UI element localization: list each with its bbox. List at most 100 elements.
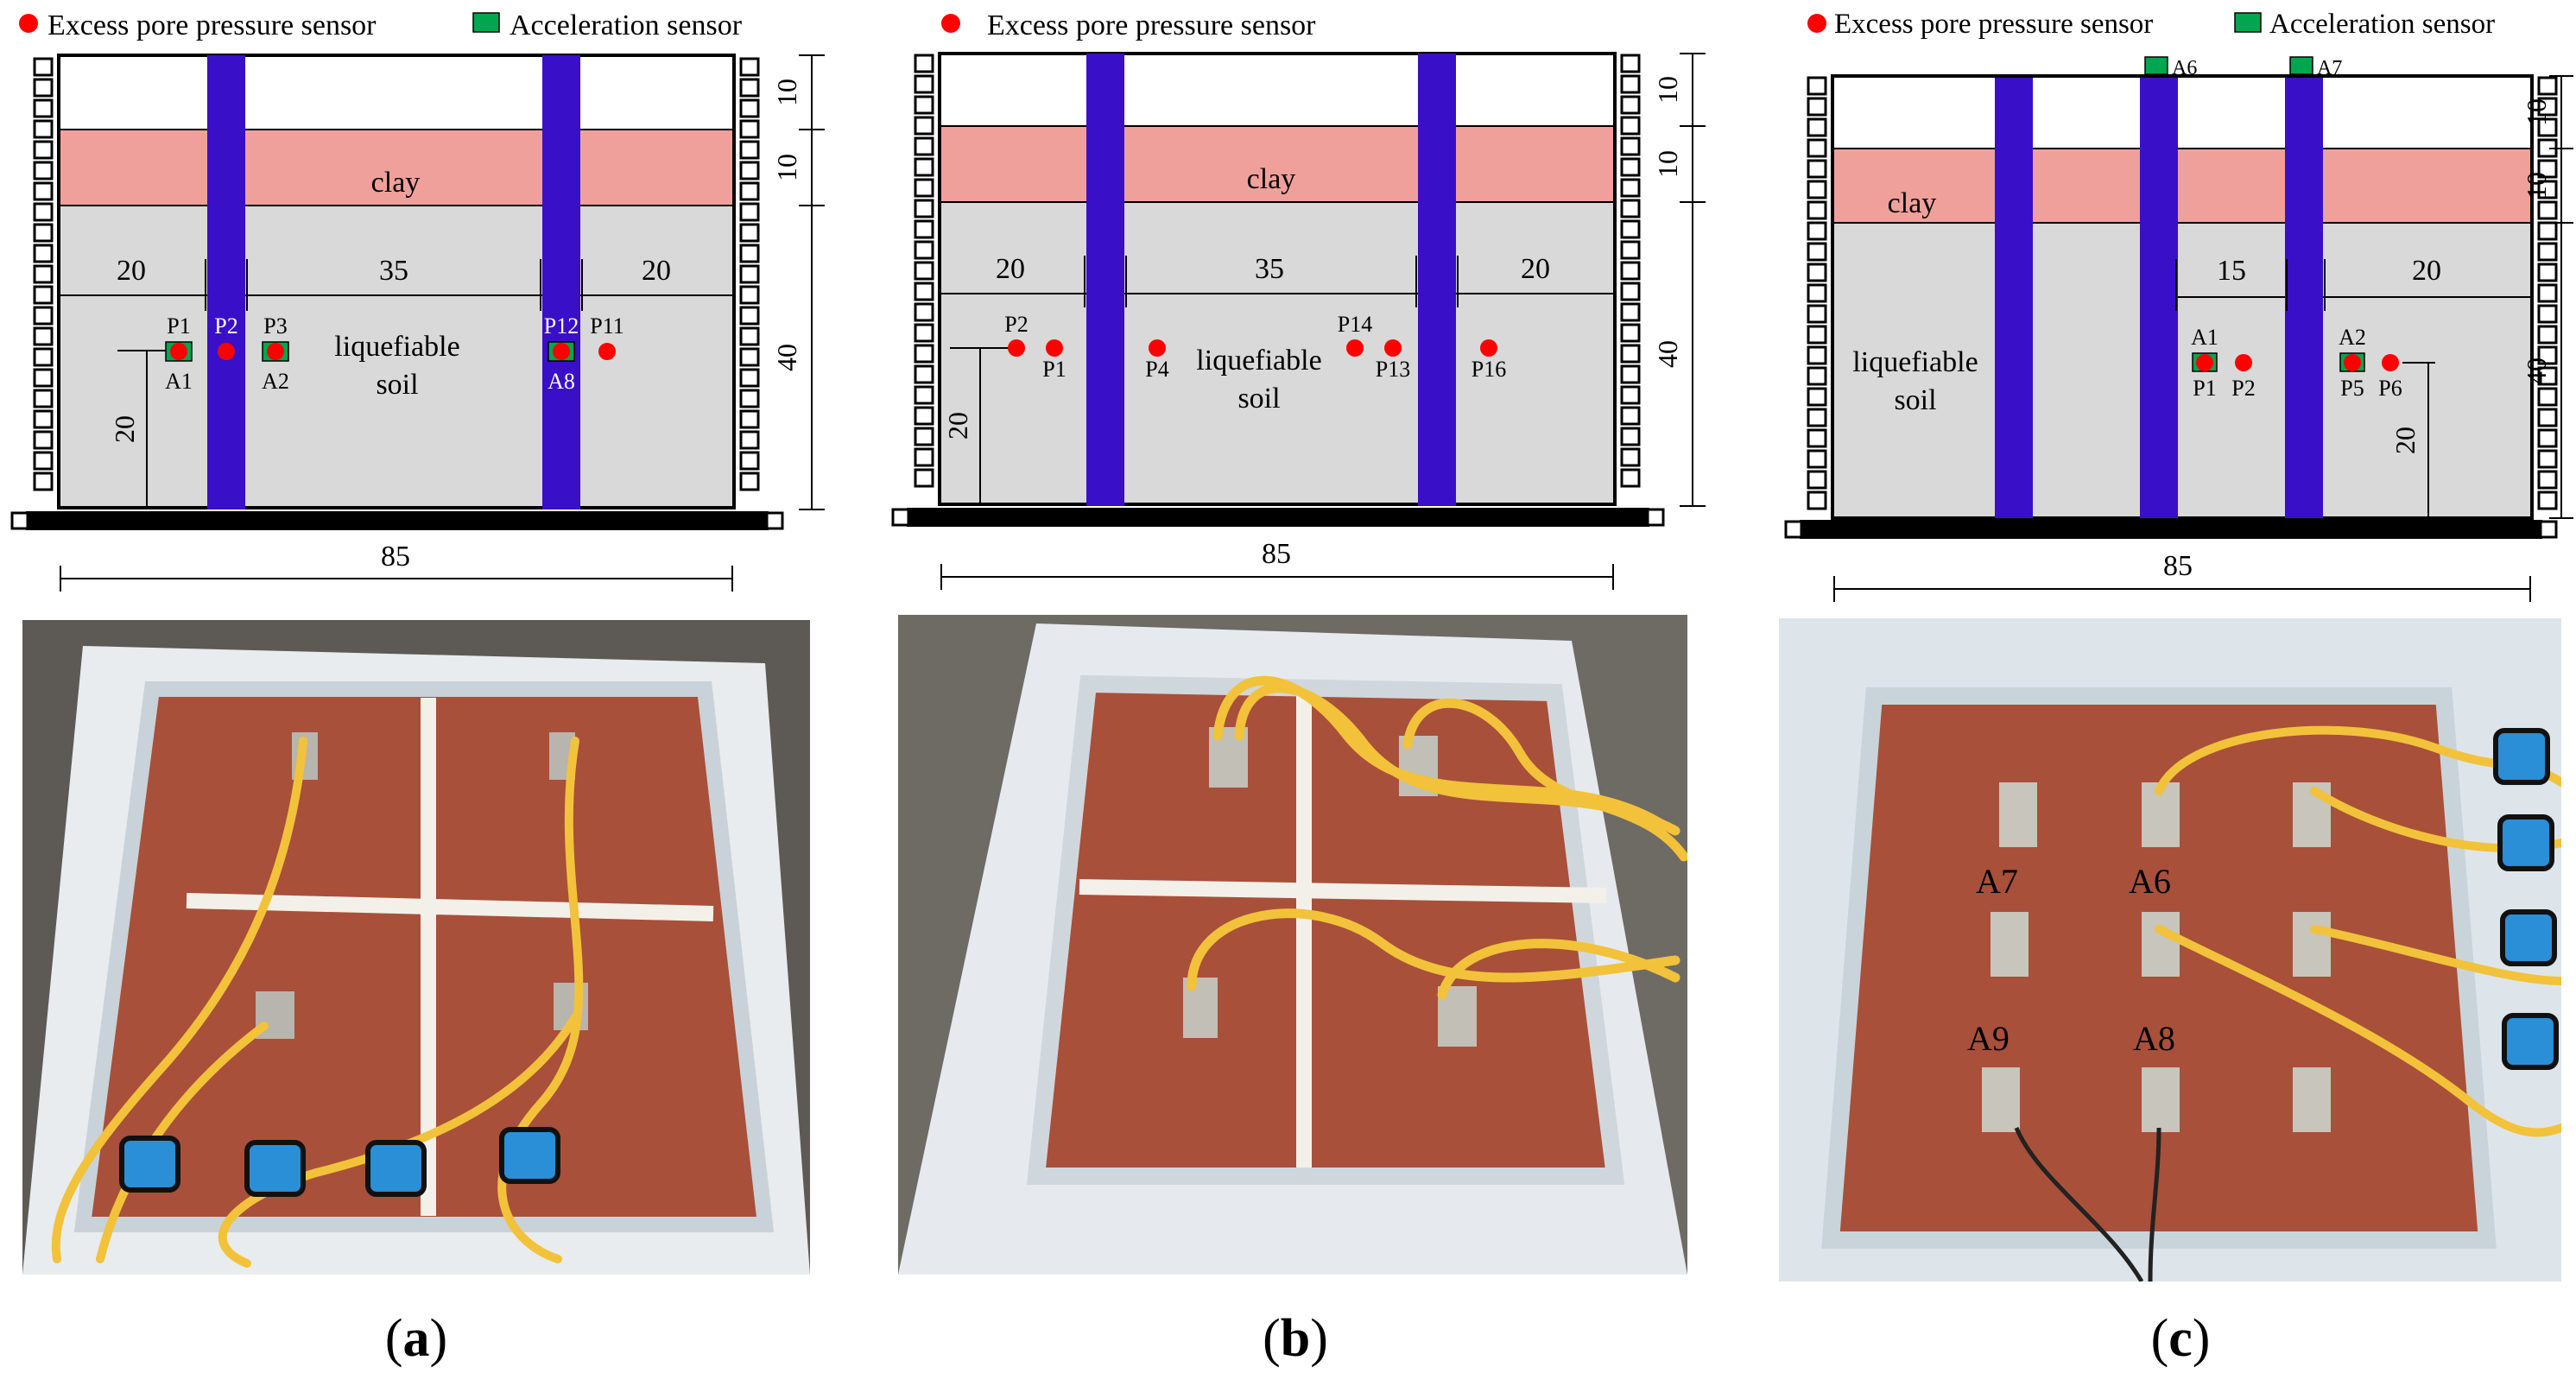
label-c-p2: P2 bbox=[2231, 376, 2255, 401]
label-c-p5: P5 bbox=[2340, 376, 2364, 401]
laminar-frame-right bbox=[739, 57, 760, 491]
base-end-right bbox=[765, 511, 784, 530]
label-a1: A1 bbox=[165, 369, 193, 394]
base-end-left-c bbox=[1784, 520, 1803, 539]
photo-label-a6: A6 bbox=[2129, 862, 2171, 901]
label-p11: P11 bbox=[590, 313, 624, 339]
label-b-p4: P4 bbox=[1145, 357, 1168, 382]
soil-label-2-b: soil bbox=[1237, 383, 1280, 415]
soil-label-1-b: liquefiable bbox=[1196, 345, 1321, 377]
container-outline-c bbox=[1831, 74, 2534, 520]
photo-label-a9: A9 bbox=[1967, 1019, 2010, 1058]
pore-sensor-p12 bbox=[553, 343, 570, 360]
dim-b-right-spacing: 20 bbox=[1521, 253, 1550, 285]
pile-right bbox=[542, 55, 580, 509]
dim-b-height: 20 bbox=[942, 412, 973, 440]
dim-a-height: 20 bbox=[109, 415, 140, 443]
legend-pore-label: Excess pore pressure sensor bbox=[47, 9, 377, 41]
label-b-p16: P16 bbox=[1472, 357, 1506, 382]
dim-c-height: 20 bbox=[2389, 427, 2421, 454]
dim-c-depth: 40 bbox=[2521, 358, 2552, 385]
label-c-a2: A2 bbox=[2339, 325, 2366, 350]
dim-c-top2: 10 bbox=[2521, 172, 2552, 199]
pore-sensor-b-p16 bbox=[1480, 339, 1497, 357]
caption-a: (a) bbox=[385, 1308, 447, 1370]
pile-c-2 bbox=[2140, 78, 2178, 518]
dim-c-spacing-1: 15 bbox=[2217, 255, 2246, 287]
soil-label-1-c: liquefiable bbox=[1852, 346, 1978, 378]
legend-pore-label-b: Excess pore pressure sensor bbox=[987, 9, 1316, 41]
label-b-p1: P1 bbox=[1042, 357, 1066, 382]
dim-b-top1: 10 bbox=[1652, 76, 1683, 104]
pore-sensor-p3 bbox=[267, 343, 284, 360]
dim-a-width: 85 bbox=[381, 541, 410, 573]
accel-sensor-a7 bbox=[2289, 56, 2313, 75]
caption-b-letter: b bbox=[1280, 1309, 1311, 1368]
dim-b-depth: 40 bbox=[1652, 340, 1683, 368]
dim-a-top1: 10 bbox=[771, 79, 802, 106]
diagram-a: Excess pore pressure sensor Acceleration… bbox=[10, 9, 825, 592]
laminar-frame-right-b bbox=[1620, 54, 1641, 488]
dim-c-top1: 10 bbox=[2521, 98, 2552, 126]
accel-sensor-a6 bbox=[2144, 56, 2168, 75]
label-p1: P1 bbox=[167, 313, 190, 339]
pore-sensor-b-p14 bbox=[1346, 339, 1364, 357]
soil-label-2: soil bbox=[376, 369, 418, 401]
base-end-left bbox=[10, 511, 29, 530]
caption-c: (c) bbox=[2151, 1308, 2211, 1370]
base-plate-c bbox=[1800, 520, 2542, 539]
dim-a-left-spacing: 20 bbox=[117, 255, 146, 287]
photo-label-a7: A7 bbox=[1976, 862, 2018, 901]
base-end-right-b bbox=[1646, 508, 1665, 527]
pile-c-3 bbox=[2285, 78, 2323, 518]
label-p12: P12 bbox=[544, 313, 579, 339]
pore-sensor-b-p1 bbox=[1046, 339, 1063, 357]
label-a8: A8 bbox=[547, 369, 575, 394]
label-a2: A2 bbox=[262, 369, 289, 394]
label-p2: P2 bbox=[214, 313, 237, 339]
pile-c-1 bbox=[1995, 78, 2033, 518]
caption-c-close: ) bbox=[2192, 1309, 2211, 1368]
liquefiable-soil-layer-c bbox=[1832, 223, 2532, 518]
base-end-left-b bbox=[891, 508, 910, 527]
container-outline bbox=[57, 54, 736, 509]
label-c-a7: A7 bbox=[2317, 57, 2342, 79]
label-c-p1: P1 bbox=[2193, 376, 2216, 401]
pore-sensor-c-p1 bbox=[2196, 354, 2213, 371]
diagram-c: Excess pore pressure sensor Acceleration… bbox=[1784, 9, 2573, 602]
pile-left bbox=[207, 55, 245, 509]
dim-c-spacing-2: 20 bbox=[2412, 255, 2441, 287]
legend-accel-marker-c bbox=[2234, 12, 2262, 33]
label-c-p6: P6 bbox=[2378, 376, 2402, 401]
base-end-right-c bbox=[2539, 520, 2558, 539]
pore-sensor-b-p4 bbox=[1149, 339, 1166, 357]
pore-sensor-p2 bbox=[218, 343, 235, 360]
dim-a-top2: 10 bbox=[771, 154, 802, 181]
dim-b-pile-spacing: 35 bbox=[1255, 253, 1284, 285]
dim-a-pile-spacing: 35 bbox=[379, 255, 408, 287]
caption-a-open: ( bbox=[384, 1309, 403, 1368]
laminar-frame-right-c bbox=[2537, 76, 2558, 510]
pore-sensor-c-p6 bbox=[2382, 354, 2399, 371]
clay-layer bbox=[58, 129, 735, 206]
pile-right-b bbox=[1418, 54, 1456, 506]
legend-accel-marker bbox=[472, 12, 500, 33]
pore-sensor-p11 bbox=[598, 343, 616, 360]
label-c-a6: A6 bbox=[2172, 57, 2197, 79]
label-b-p13: P13 bbox=[1376, 357, 1410, 382]
pore-sensor-b-p2 bbox=[1008, 339, 1025, 357]
dim-c-width: 85 bbox=[2163, 550, 2193, 582]
photo-a bbox=[22, 620, 810, 1275]
soil-label-2-c: soil bbox=[1894, 384, 1936, 416]
clay-label: clay bbox=[371, 167, 421, 199]
caption-a-letter: a bbox=[402, 1309, 430, 1368]
caption-a-close: ) bbox=[429, 1309, 448, 1368]
dim-b-width: 85 bbox=[1262, 538, 1291, 570]
pore-sensor-c-p2 bbox=[2235, 354, 2252, 371]
diagram-b: Excess pore pressure sensor clay liquefi… bbox=[891, 9, 1706, 590]
legend-accel-label-c: Acceleration sensor bbox=[2269, 9, 2495, 40]
clay-layer-c bbox=[1832, 148, 2533, 224]
caption-c-letter: c bbox=[2168, 1309, 2193, 1368]
legend-pore-marker-c bbox=[1807, 14, 1826, 33]
